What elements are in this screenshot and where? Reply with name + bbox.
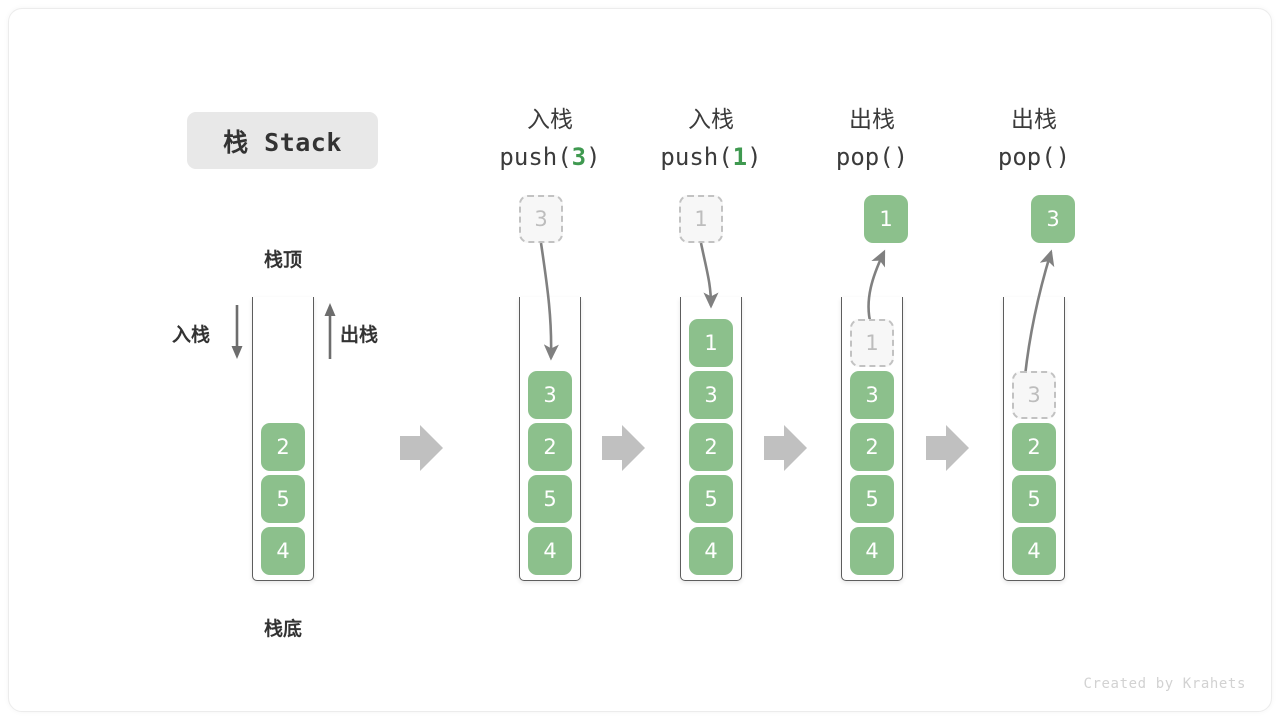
transition-arrow-4 xyxy=(926,425,969,471)
column-header-code-pop-3: pop() xyxy=(944,140,1124,175)
stack-cell: 2 xyxy=(528,423,572,471)
push-direction-arrow xyxy=(231,305,243,359)
pop-direction-arrow xyxy=(324,303,336,359)
stack-container-pop-1 xyxy=(841,297,903,581)
code-prefix: pop( xyxy=(835,143,894,172)
column-header-pop-1: 出栈 pop() xyxy=(782,104,962,175)
stack-container-initial xyxy=(252,297,314,581)
transition-arrow-1 xyxy=(400,425,443,471)
stack-cell: 4 xyxy=(689,527,733,575)
code-argument: 3 xyxy=(571,143,587,172)
stack-cell: 3 xyxy=(528,371,572,419)
stack-cell: 3 xyxy=(689,371,733,419)
code-argument: 1 xyxy=(732,143,748,172)
transition-arrow-2 xyxy=(602,425,645,471)
column-header-cn-push-1: 入栈 xyxy=(688,107,734,133)
stack-cell: 2 xyxy=(689,423,733,471)
watermark-credit: Created by Krahets xyxy=(1083,676,1246,692)
incoming-ghost-cell-push-1: 1 xyxy=(679,195,723,243)
column-header-pop-3: 出栈 pop() xyxy=(944,104,1124,175)
code-suffix: ) xyxy=(1055,143,1071,172)
stack-cell: 5 xyxy=(850,475,894,523)
column-header-push-3: 入栈 push(3) xyxy=(460,104,640,175)
stack-cell: 5 xyxy=(261,475,305,523)
stack-bottom-label: 栈底 xyxy=(263,618,302,640)
removed-ghost-cell-pop-3: 3 xyxy=(1012,371,1056,419)
stack-cell: 1 xyxy=(689,319,733,367)
stack-cell: 3 xyxy=(850,371,894,419)
column-header-cn-push-3: 入栈 xyxy=(527,107,573,133)
removed-ghost-cell-pop-1: 1 xyxy=(850,319,894,367)
column-header-code-push-3: push(3) xyxy=(460,140,640,175)
column-header-code-pop-1: pop() xyxy=(782,140,962,175)
code-prefix: push( xyxy=(499,143,572,172)
stack-cell: 5 xyxy=(1012,475,1056,523)
stack-cell: 4 xyxy=(261,527,305,575)
stack-cell: 5 xyxy=(528,475,572,523)
outgoing-cell-pop-1: 1 xyxy=(864,195,908,243)
column-header-push-1: 入栈 push(1) xyxy=(621,104,801,175)
column-header-code-push-1: push(1) xyxy=(621,140,801,175)
stack-top-label: 栈顶 xyxy=(263,249,302,271)
outgoing-cell-pop-3: 3 xyxy=(1031,195,1075,243)
stack-container-pop-3 xyxy=(1003,297,1065,581)
column-header-cn-pop-1: 出栈 xyxy=(849,107,895,133)
code-suffix: ) xyxy=(893,143,909,172)
push-side-label: 入栈 xyxy=(172,324,211,346)
column-header-cn-pop-3: 出栈 xyxy=(1011,107,1057,133)
stack-cell: 2 xyxy=(850,423,894,471)
stack-cell: 4 xyxy=(528,527,572,575)
code-prefix: pop( xyxy=(997,143,1056,172)
transition-arrow-3 xyxy=(764,425,807,471)
stack-cell: 4 xyxy=(1012,527,1056,575)
stack-cell: 2 xyxy=(1012,423,1056,471)
code-suffix: ) xyxy=(747,143,762,172)
code-prefix: push( xyxy=(660,143,733,172)
pop-side-label: 出栈 xyxy=(340,324,379,346)
stack-title-badge: 栈 Stack xyxy=(187,112,378,169)
stack-container-push-3 xyxy=(519,297,581,581)
stack-container-push-1 xyxy=(680,297,742,581)
incoming-ghost-cell-push-3: 3 xyxy=(519,195,563,243)
code-suffix: ) xyxy=(586,143,601,172)
stack-cell: 5 xyxy=(689,475,733,523)
stack-cell: 2 xyxy=(261,423,305,471)
stack-cell: 4 xyxy=(850,527,894,575)
